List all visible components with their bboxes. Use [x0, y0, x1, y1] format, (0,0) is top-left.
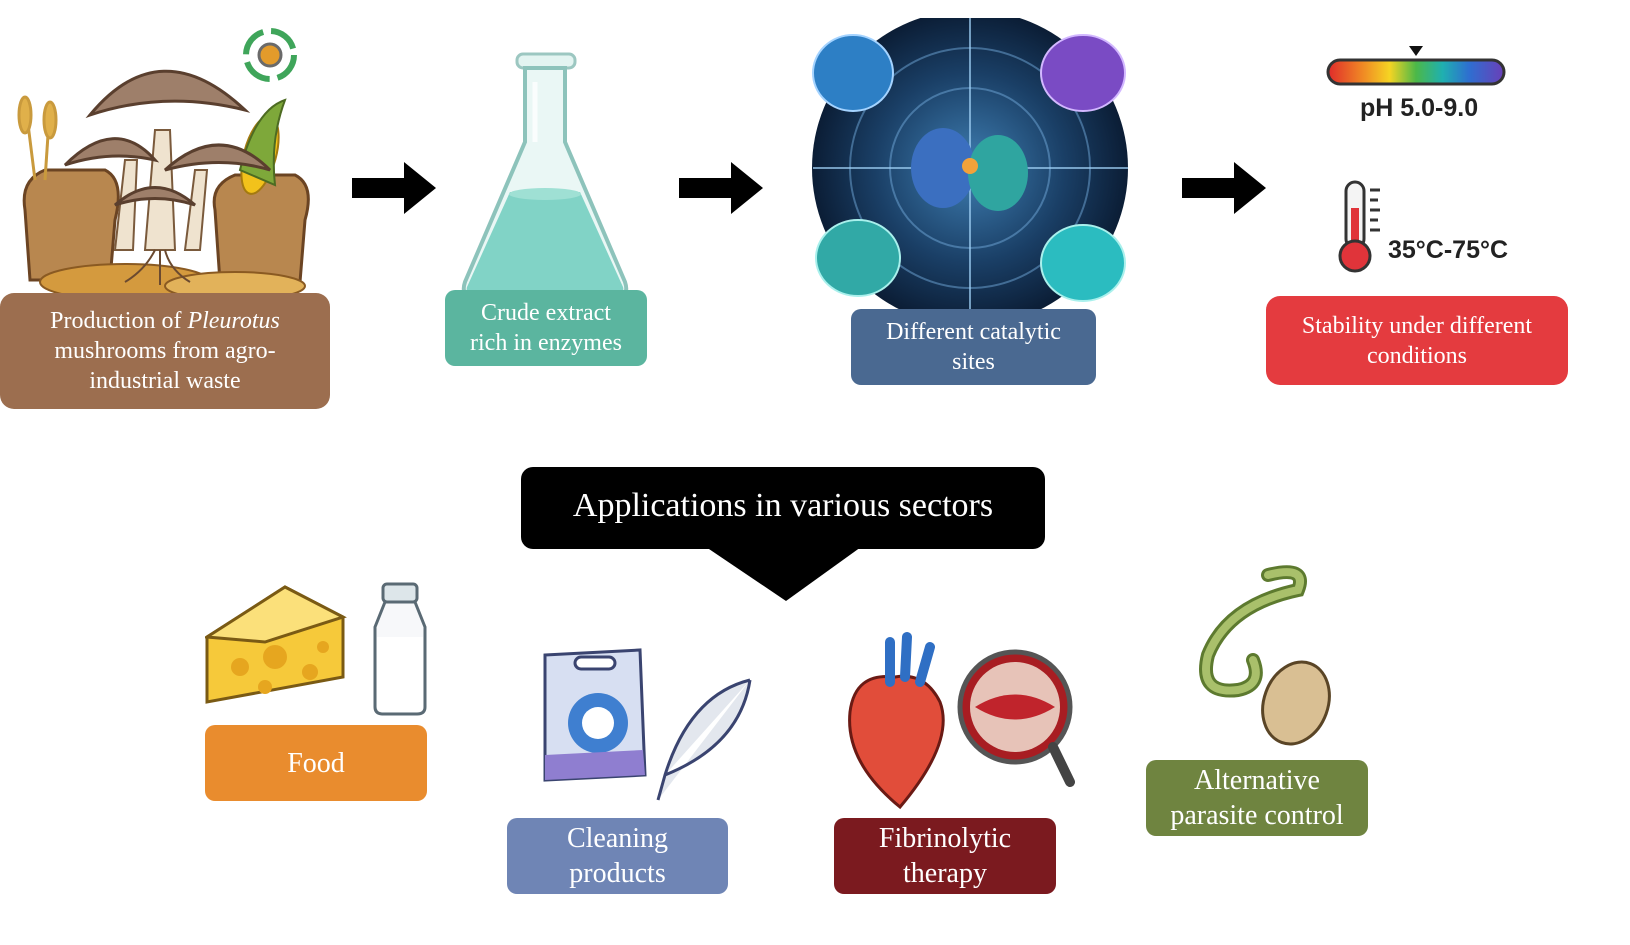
application-label-fibrinolytic: Fibrinolytic therapy: [834, 818, 1056, 894]
step-label-catalytic-sites: Different catalytic sites: [851, 309, 1096, 385]
heart-illustration: [845, 632, 1075, 812]
step-label-crude-extract: Crude extract rich in enzymes: [445, 290, 647, 366]
enzyme-sphere-illustration: [808, 18, 1133, 313]
cleaning-illustration: [540, 635, 760, 805]
applications-callout: Applications in various sectors: [521, 467, 1045, 601]
food-illustration: [205, 582, 430, 717]
parasite-illustration: [1168, 565, 1333, 750]
application-label-food: Food: [205, 725, 427, 801]
arrow-right-icon: [679, 162, 763, 214]
step-label-production: Production of Pleurotus mushrooms from a…: [0, 293, 330, 409]
thermometer-icon: [1338, 178, 1386, 274]
application-label-parasite: Alternative parasite control: [1146, 760, 1368, 836]
mushroom-illustration: [5, 20, 325, 300]
flask-illustration: [455, 52, 635, 302]
applications-title: Applications in various sectors: [572, 487, 994, 524]
ph-scale-icon: [1325, 44, 1507, 90]
application-label-cleaning: Cleaning products: [507, 818, 728, 894]
ph-range-label: pH 5.0-9.0: [1360, 94, 1479, 122]
step-label-stability: Stability under different conditions: [1266, 296, 1568, 385]
temperature-range-label: 35°C-75°C: [1388, 236, 1509, 264]
arrow-right-icon: [352, 162, 436, 214]
arrow-right-icon: [1182, 162, 1266, 214]
